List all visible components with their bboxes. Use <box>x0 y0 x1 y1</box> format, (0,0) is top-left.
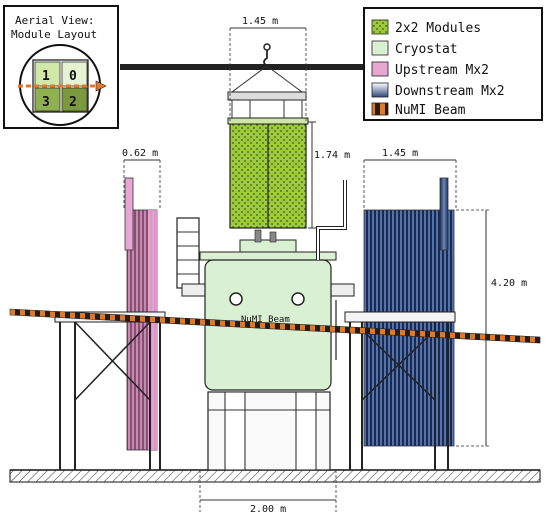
dim-upstream-width: 0.62 m <box>122 148 158 159</box>
aerial-view-inset: Aerial View: Module Layout 1 0 3 2 <box>3 5 119 129</box>
legend-label-beam: NuMI Beam <box>395 103 466 118</box>
legend-label-upstream: Upstream Mx2 <box>395 63 489 78</box>
right-stand <box>344 311 456 470</box>
legend-swatch-cryostat <box>371 40 389 56</box>
aerial-title-line1: Aerial View: <box>15 14 94 27</box>
legend-label-modules: 2x2 Modules <box>395 21 481 36</box>
cryostat-pedestal <box>207 391 331 471</box>
crane-beam <box>120 64 365 70</box>
aerial-title-line2: Module Layout <box>11 28 97 41</box>
downstream-mx2 <box>363 177 455 447</box>
module-2x2-lifted <box>227 117 309 229</box>
dim-downstream-height: 4.20 m <box>491 278 527 289</box>
beam-label: NuMI Beam <box>241 315 290 325</box>
legend-swatch-downstream <box>371 82 389 98</box>
legend-swatch-beam <box>371 102 389 116</box>
lifting-rig <box>227 43 307 122</box>
dim-module-height: 1.74 m <box>314 150 350 161</box>
aerial-module-1: 1 <box>42 69 50 84</box>
legend-label-cryostat: Cryostat <box>395 42 458 57</box>
ground <box>9 469 541 483</box>
dim-downstream-width: 1.45 m <box>382 148 418 159</box>
aerial-module-0: 0 <box>69 69 77 84</box>
numi-beam <box>9 308 541 344</box>
aerial-module-3: 3 <box>42 95 50 110</box>
legend-swatch-modules <box>371 19 389 35</box>
legend-swatch-upstream <box>371 61 389 77</box>
legend-label-downstream: Downstream Mx2 <box>395 84 505 99</box>
dim-base-width: 2.00 m <box>250 504 286 515</box>
dimension-lines <box>123 27 490 512</box>
dim-top-width: 1.45 m <box>242 16 278 27</box>
legend: 2x2 Modules Cryostat Upstream Mx2 Downst… <box>363 7 543 121</box>
aerial-module-2: 2 <box>69 95 77 110</box>
